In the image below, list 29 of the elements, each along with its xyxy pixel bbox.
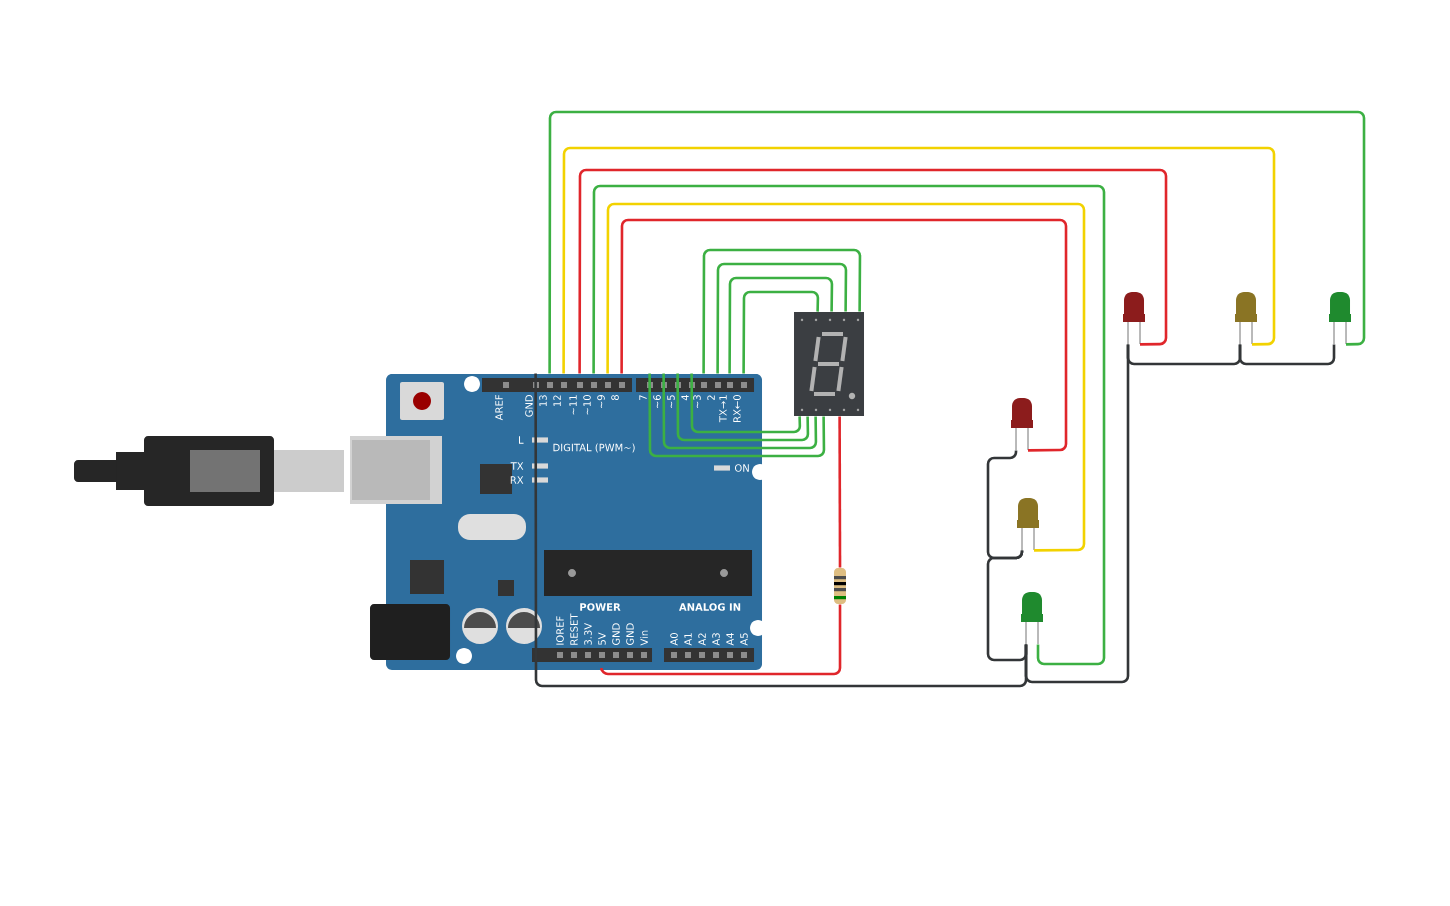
wire (690, 373, 802, 434)
wire (600, 604, 842, 676)
seven-segment-display-drawing (794, 312, 864, 416)
wire (562, 146, 1276, 374)
wire (728, 276, 834, 374)
led-drawing (1329, 292, 1351, 345)
wire (1238, 344, 1336, 366)
wire (986, 550, 1028, 662)
wire (742, 290, 820, 374)
led-drawing (1017, 498, 1039, 551)
wire (1024, 344, 1130, 684)
wire (648, 373, 826, 458)
led-drawing (1235, 292, 1257, 345)
led-drawing (1021, 592, 1043, 645)
wire (838, 416, 842, 568)
wire (716, 262, 848, 374)
wire (578, 168, 1168, 374)
wire (548, 110, 1366, 374)
wire (676, 373, 810, 442)
wire (662, 373, 818, 450)
wire (606, 202, 1086, 552)
wire (702, 248, 862, 374)
led-drawing (1123, 292, 1145, 345)
wire (534, 373, 1028, 688)
resistor-drawing (834, 568, 846, 604)
led-drawing (1011, 398, 1033, 451)
wire (620, 218, 1068, 452)
wire (592, 184, 1106, 666)
microcontroller-board-drawing (350, 374, 768, 670)
